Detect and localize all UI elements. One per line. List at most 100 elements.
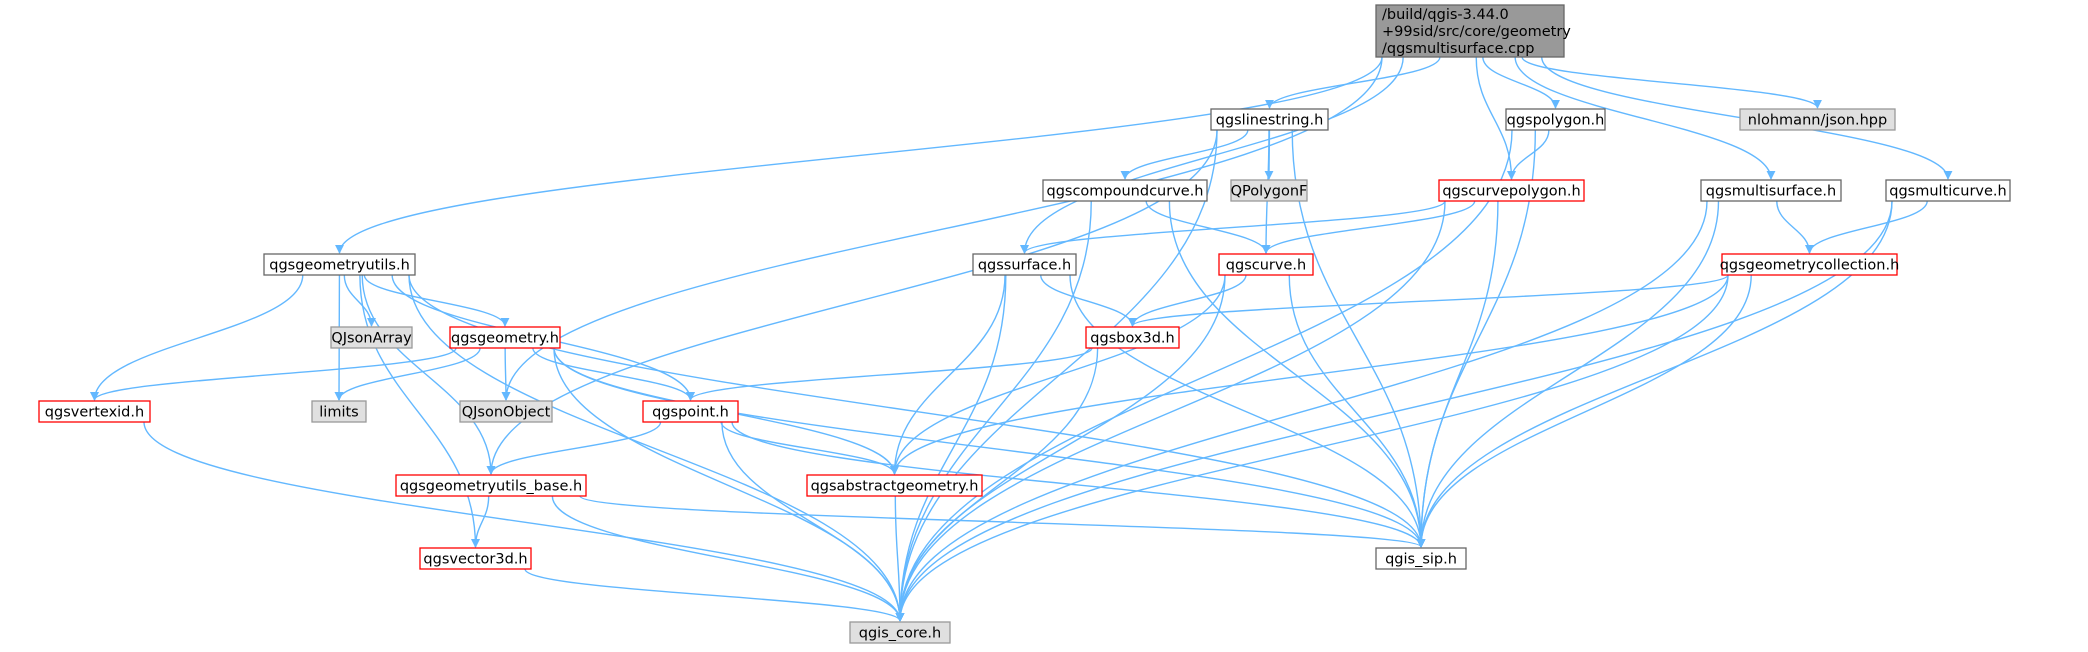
- node-box-limits: [311, 400, 367, 423]
- edge-qgsgeometryutils_base-to-qgis_core: [551, 495, 905, 622]
- node-qjsonarray[interactable]: QJsonArray: [330, 326, 413, 349]
- edge-qgscompoundcurve-to-qgis_sip: [1168, 200, 1426, 548]
- node-qgis_core[interactable]: qgis_core.h: [849, 621, 951, 644]
- node-box-qgsmultisurfaceh: [1700, 179, 1842, 202]
- edge-qgscurve-to-qgsbox3d: [1128, 274, 1247, 327]
- node-qgslinestring[interactable]: qgslinestring.h: [1210, 108, 1329, 131]
- node-label-qgsgeometryutils: qgsgeometryutils.h: [269, 258, 410, 274]
- edge-qgsmultisurfaceh-to-qgis_sip: [1416, 200, 1720, 548]
- node-qgsbox3d[interactable]: qgsbox3d.h: [1085, 326, 1180, 349]
- edges-layer: [90, 56, 1953, 622]
- node-box-qgscurve: [1218, 253, 1314, 276]
- node-qgssurface[interactable]: qgssurface.h: [972, 253, 1077, 276]
- node-box-qgspolygon: [1505, 108, 1606, 131]
- node-label-nlohmann: nlohmann/json.hpp: [1748, 113, 1887, 129]
- edge-qgsgeometry-to-qjsonobject: [501, 347, 511, 401]
- node-qjsonobject[interactable]: QJsonObject: [459, 400, 553, 423]
- node-box-qgsvertexid: [38, 400, 151, 423]
- node-nlohmann[interactable]: nlohmann/json.hpp: [1739, 108, 1896, 131]
- edge-qgscurvepolygon-to-qgis_core: [895, 200, 1446, 622]
- edge-qgsgeometryutils-to-qgsgeometryutils_base: [361, 274, 496, 475]
- edge-qgsabstractgeometry-to-qgis_core: [894, 495, 905, 622]
- node-label-qjsonobject: QJsonObject: [462, 405, 551, 421]
- node-qgsvector3d[interactable]: qgsvector3d.h: [419, 547, 532, 570]
- edge-qgsgeometryutils-to-qgis_core: [408, 274, 905, 622]
- node-box-root: [1375, 4, 1565, 58]
- node-limits[interactable]: limits: [311, 400, 367, 423]
- node-box-qjsonarray: [330, 326, 413, 349]
- node-box-qgslinestring: [1210, 108, 1329, 131]
- edge-qgsvector3d-to-qgis_core: [524, 568, 905, 622]
- node-box-qgsmulticurve: [1885, 179, 2011, 202]
- edge-qgsmulticurve-to-qgsgeometrycollection: [1805, 200, 1928, 254]
- node-label-qgscurvepolygon: qgscurvepolygon.h: [1442, 184, 1580, 200]
- edge-qgslinestring-to-qgis_sip: [1291, 129, 1426, 548]
- edge-qgsgeometrycollection-to-qgis_core: [895, 274, 1729, 622]
- node-label-qgsgeometryutils_base: qgsgeometryutils_base.h: [400, 479, 582, 495]
- node-qgsgeometryutils_base[interactable]: qgsgeometryutils_base.h: [395, 474, 587, 497]
- edge-qgsgeometrycollection-to-qgsbox3d: [1128, 274, 1729, 327]
- node-qgspolygon[interactable]: qgspolygon.h: [1505, 108, 1606, 131]
- node-label-qpolygonf: QPolygonF: [1231, 184, 1308, 200]
- node-qpolygonf[interactable]: QPolygonF: [1230, 179, 1308, 202]
- node-label-qgsmultisurfaceh: qgsmultisurface.h: [1706, 184, 1836, 200]
- node-box-qgscompoundcurve: [1042, 179, 1208, 202]
- node-label-qgis_core: qgis_core.h: [859, 626, 941, 642]
- node-label-qgsgeometry: qgsgeometry.h: [451, 331, 559, 347]
- node-box-qpolygonf: [1230, 179, 1308, 202]
- edge-qgsgeometry-to-limits: [334, 347, 481, 401]
- node-label-qgspoint: qgspoint.h: [652, 405, 729, 421]
- node-qgscurve[interactable]: qgscurve.h: [1218, 253, 1314, 276]
- node-qgscurvepolygon[interactable]: qgscurvepolygon.h: [1438, 179, 1585, 202]
- node-label-qgslinestring: qgslinestring.h: [1216, 113, 1324, 129]
- node-root[interactable]: /build/qgis-3.44.0+99sid/src/core/geomet…: [1375, 4, 1571, 58]
- edge-qgssurface-to-qgsabstractgeometry: [890, 274, 1006, 475]
- node-qgis_sip[interactable]: qgis_sip.h: [1375, 547, 1467, 570]
- edge-root-to-qgsgeometryutils: [335, 56, 1383, 254]
- node-label-qgssurface: qgssurface.h: [978, 258, 1071, 274]
- node-label-qgis_sip: qgis_sip.h: [1385, 552, 1457, 568]
- node-box-qgsgeometry: [449, 326, 561, 349]
- node-qgspoint[interactable]: qgspoint.h: [642, 400, 739, 423]
- node-qgsmultisurfaceh[interactable]: qgsmultisurface.h: [1700, 179, 1842, 202]
- edge-qgsmultisurfaceh-to-qgis_core: [895, 200, 1708, 622]
- node-box-qgsgeometrycollection: [1721, 253, 1898, 276]
- edge-qgscurve-to-qgsabstractgeometry: [890, 274, 1226, 475]
- edge-qgsmulticurve-to-qgis_core: [895, 200, 1893, 622]
- edge-qgsgeometryutils_base-to-qgsvector3d: [471, 495, 490, 548]
- node-qgsgeometry[interactable]: qgsgeometry.h: [449, 326, 561, 349]
- edge-qgsgeometryutils-to-qgsvertexid: [90, 274, 304, 401]
- edge-qgspolygon-to-qgscurvepolygon: [1507, 129, 1550, 180]
- edge-root-to-nlohmann: [1521, 56, 1822, 109]
- node-qgsvertexid[interactable]: qgsvertexid.h: [38, 400, 151, 423]
- node-box-nlohmann: [1739, 108, 1896, 131]
- node-box-qgsbox3d: [1085, 326, 1180, 349]
- edge-qgsgeometrycollection-to-qgis_sip: [1416, 274, 1752, 548]
- node-label-qgsbox3d: qgsbox3d.h: [1090, 331, 1174, 347]
- node-box-qjsonobject: [459, 400, 553, 423]
- node-qgscompoundcurve[interactable]: qgscompoundcurve.h: [1042, 179, 1208, 202]
- node-label-qgsabstractgeometry: qgsabstractgeometry.h: [811, 479, 979, 495]
- edge-qgscurvepolygon-to-qgscurve: [1261, 200, 1476, 254]
- edge-qgscurve-to-qgis_sip: [1288, 274, 1426, 548]
- edge-qgscompoundcurve-to-qgscurve: [1145, 200, 1271, 254]
- edge-qgsvertexid-to-qgis_core: [143, 421, 905, 622]
- edge-qgsbox3d-to-qgis_core: [895, 347, 1099, 622]
- node-qgsgeometryutils[interactable]: qgsgeometryutils.h: [263, 253, 416, 276]
- node-qgsgeometrycollection[interactable]: qgsgeometrycollection.h: [1720, 253, 1900, 276]
- node-qgsmulticurve[interactable]: qgsmulticurve.h: [1885, 179, 2011, 202]
- node-box-qgis_core: [849, 621, 951, 644]
- node-label-qgscurve: qgscurve.h: [1226, 258, 1306, 274]
- edge-root-to-qgscurvepolygon: [1475, 56, 1516, 180]
- edge-qgsgeometryutils-to-qgsgeometry: [363, 274, 510, 327]
- node-qgsabstractgeometry[interactable]: qgsabstractgeometry.h: [806, 474, 983, 497]
- node-label-root: +99sid/src/core/geometry: [1382, 24, 1571, 40]
- node-box-qgis_sip: [1375, 547, 1467, 570]
- node-box-qgsvector3d: [419, 547, 532, 570]
- edge-qgssurface-to-qgis_core: [895, 274, 1007, 622]
- edge-qgscurvepolygon-to-qgis_sip: [1416, 200, 1499, 548]
- node-box-qgssurface: [972, 253, 1077, 276]
- node-box-qgsgeometryutils: [263, 253, 416, 276]
- edge-qgsgeometry-to-qgsvertexid: [90, 347, 457, 401]
- edge-qgsgeometryutils-to-qgis_sip: [408, 274, 1426, 548]
